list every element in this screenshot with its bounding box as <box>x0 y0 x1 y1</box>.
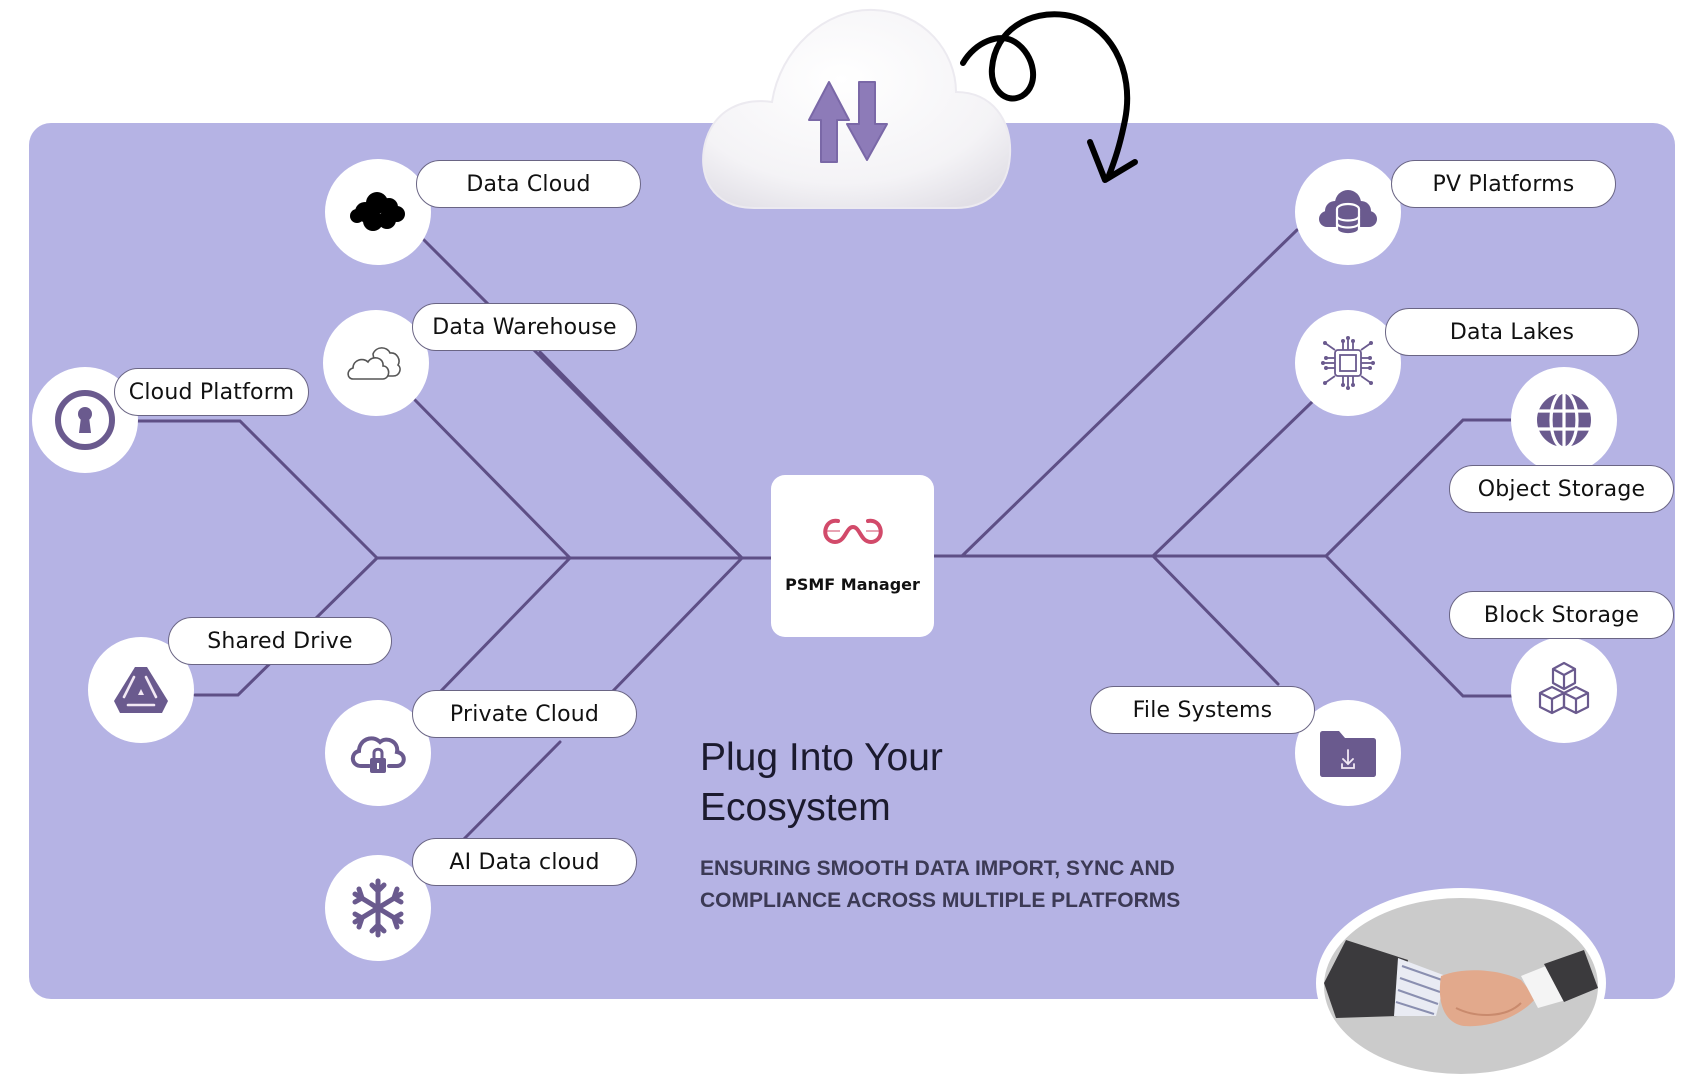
pill-object-storage[interactable]: Object Storage <box>1449 465 1674 513</box>
label-data-warehouse: Data Warehouse <box>432 314 617 340</box>
node-pv-platforms[interactable] <box>1295 159 1401 265</box>
node-data-cloud[interactable] <box>325 159 431 265</box>
label-block-storage: Block Storage <box>1483 602 1640 628</box>
subheadline-line2: COMPLIANCE ACROSS MULTIPLE PLATFORMS <box>700 889 1181 912</box>
label-file-systems: File Systems <box>1132 697 1273 723</box>
subheadline-line1: ENSURING SMOOTH DATA IMPORT, SYNC AND <box>700 857 1175 880</box>
keyhole-icon <box>55 390 115 450</box>
headline: Plug Into Your Ecosystem <box>700 733 943 833</box>
node-data-warehouse[interactable] <box>323 310 429 416</box>
cloud-lock-icon <box>350 736 406 773</box>
cloud-sync-badge <box>694 0 1014 215</box>
label-data-cloud: Data Cloud <box>466 171 591 197</box>
drive-triangle-icon <box>114 667 168 713</box>
pill-file-systems[interactable]: File Systems <box>1090 686 1315 734</box>
line-ai-data-cloud <box>461 740 562 842</box>
label-object-storage: Object Storage <box>1477 476 1646 502</box>
pill-data-cloud[interactable]: Data Cloud <box>416 160 641 208</box>
cloud-sync-arrows-icon <box>702 8 1012 209</box>
subheadline: ENSURING SMOOTH DATA IMPORT, SYNC AND CO… <box>700 853 1260 917</box>
node-data-lakes[interactable] <box>1295 310 1401 416</box>
pill-shared-drive[interactable]: Shared Drive <box>168 617 392 665</box>
label-pv-platforms: PV Platforms <box>1432 171 1575 197</box>
headline-line1: Plug Into Your <box>700 736 943 779</box>
label-ai-data-cloud: AI Data cloud <box>449 849 600 875</box>
line-data-lakes <box>1151 400 1314 558</box>
handshake-image <box>1324 898 1598 1074</box>
line-cloud-platform <box>133 419 379 560</box>
line-object-storage <box>1324 418 1514 558</box>
node-object-storage[interactable] <box>1511 367 1617 473</box>
node-ai-data-cloud[interactable] <box>325 855 431 961</box>
headline-line2: Ecosystem <box>700 786 891 829</box>
line-data-warehouse <box>538 350 744 560</box>
label-data-lakes: Data Lakes <box>1449 319 1575 345</box>
cloud-solid-icon <box>350 192 405 231</box>
pill-ai-data-cloud[interactable]: AI Data cloud <box>412 838 637 886</box>
folder-download-icon <box>1320 731 1376 777</box>
pill-private-cloud[interactable]: Private Cloud <box>412 690 637 738</box>
label-shared-drive: Shared Drive <box>207 628 353 654</box>
line-file-systems <box>1151 554 1280 686</box>
line-block-storage <box>1324 554 1514 698</box>
line-pv-platforms <box>960 228 1299 558</box>
pill-pv-platforms[interactable]: PV Platforms <box>1391 160 1616 208</box>
cloud-database-icon <box>1319 190 1377 236</box>
line-private-cloud <box>438 556 572 694</box>
psmf-wave-logo <box>822 518 883 544</box>
label-private-cloud: Private Cloud <box>449 701 600 727</box>
cloud-outline-icon <box>347 347 401 380</box>
pill-data-warehouse[interactable]: Data Warehouse <box>412 303 637 351</box>
curly-arrow-icon <box>960 11 1138 183</box>
node-block-storage[interactable] <box>1511 637 1617 743</box>
label-cloud-platform: Cloud Platform <box>128 379 295 405</box>
line-data-warehouse-2 <box>413 398 572 560</box>
line-shared-drive <box>193 556 379 697</box>
globe-icon <box>1535 390 1593 450</box>
psmf-manager-card[interactable]: PSMF Manager <box>771 475 934 637</box>
cubes-icon <box>1538 661 1590 715</box>
chip-icon <box>1321 336 1375 390</box>
snowflake-icon <box>352 878 404 938</box>
pill-cloud-platform[interactable]: Cloud Platform <box>114 368 309 416</box>
handshake-photo <box>1316 888 1606 1078</box>
pill-data-lakes[interactable]: Data Lakes <box>1385 308 1639 356</box>
psmf-manager-title: PSMF Manager <box>785 574 920 594</box>
pill-block-storage[interactable]: Block Storage <box>1449 591 1674 639</box>
line-ai-data-cloud-2 <box>610 556 744 694</box>
